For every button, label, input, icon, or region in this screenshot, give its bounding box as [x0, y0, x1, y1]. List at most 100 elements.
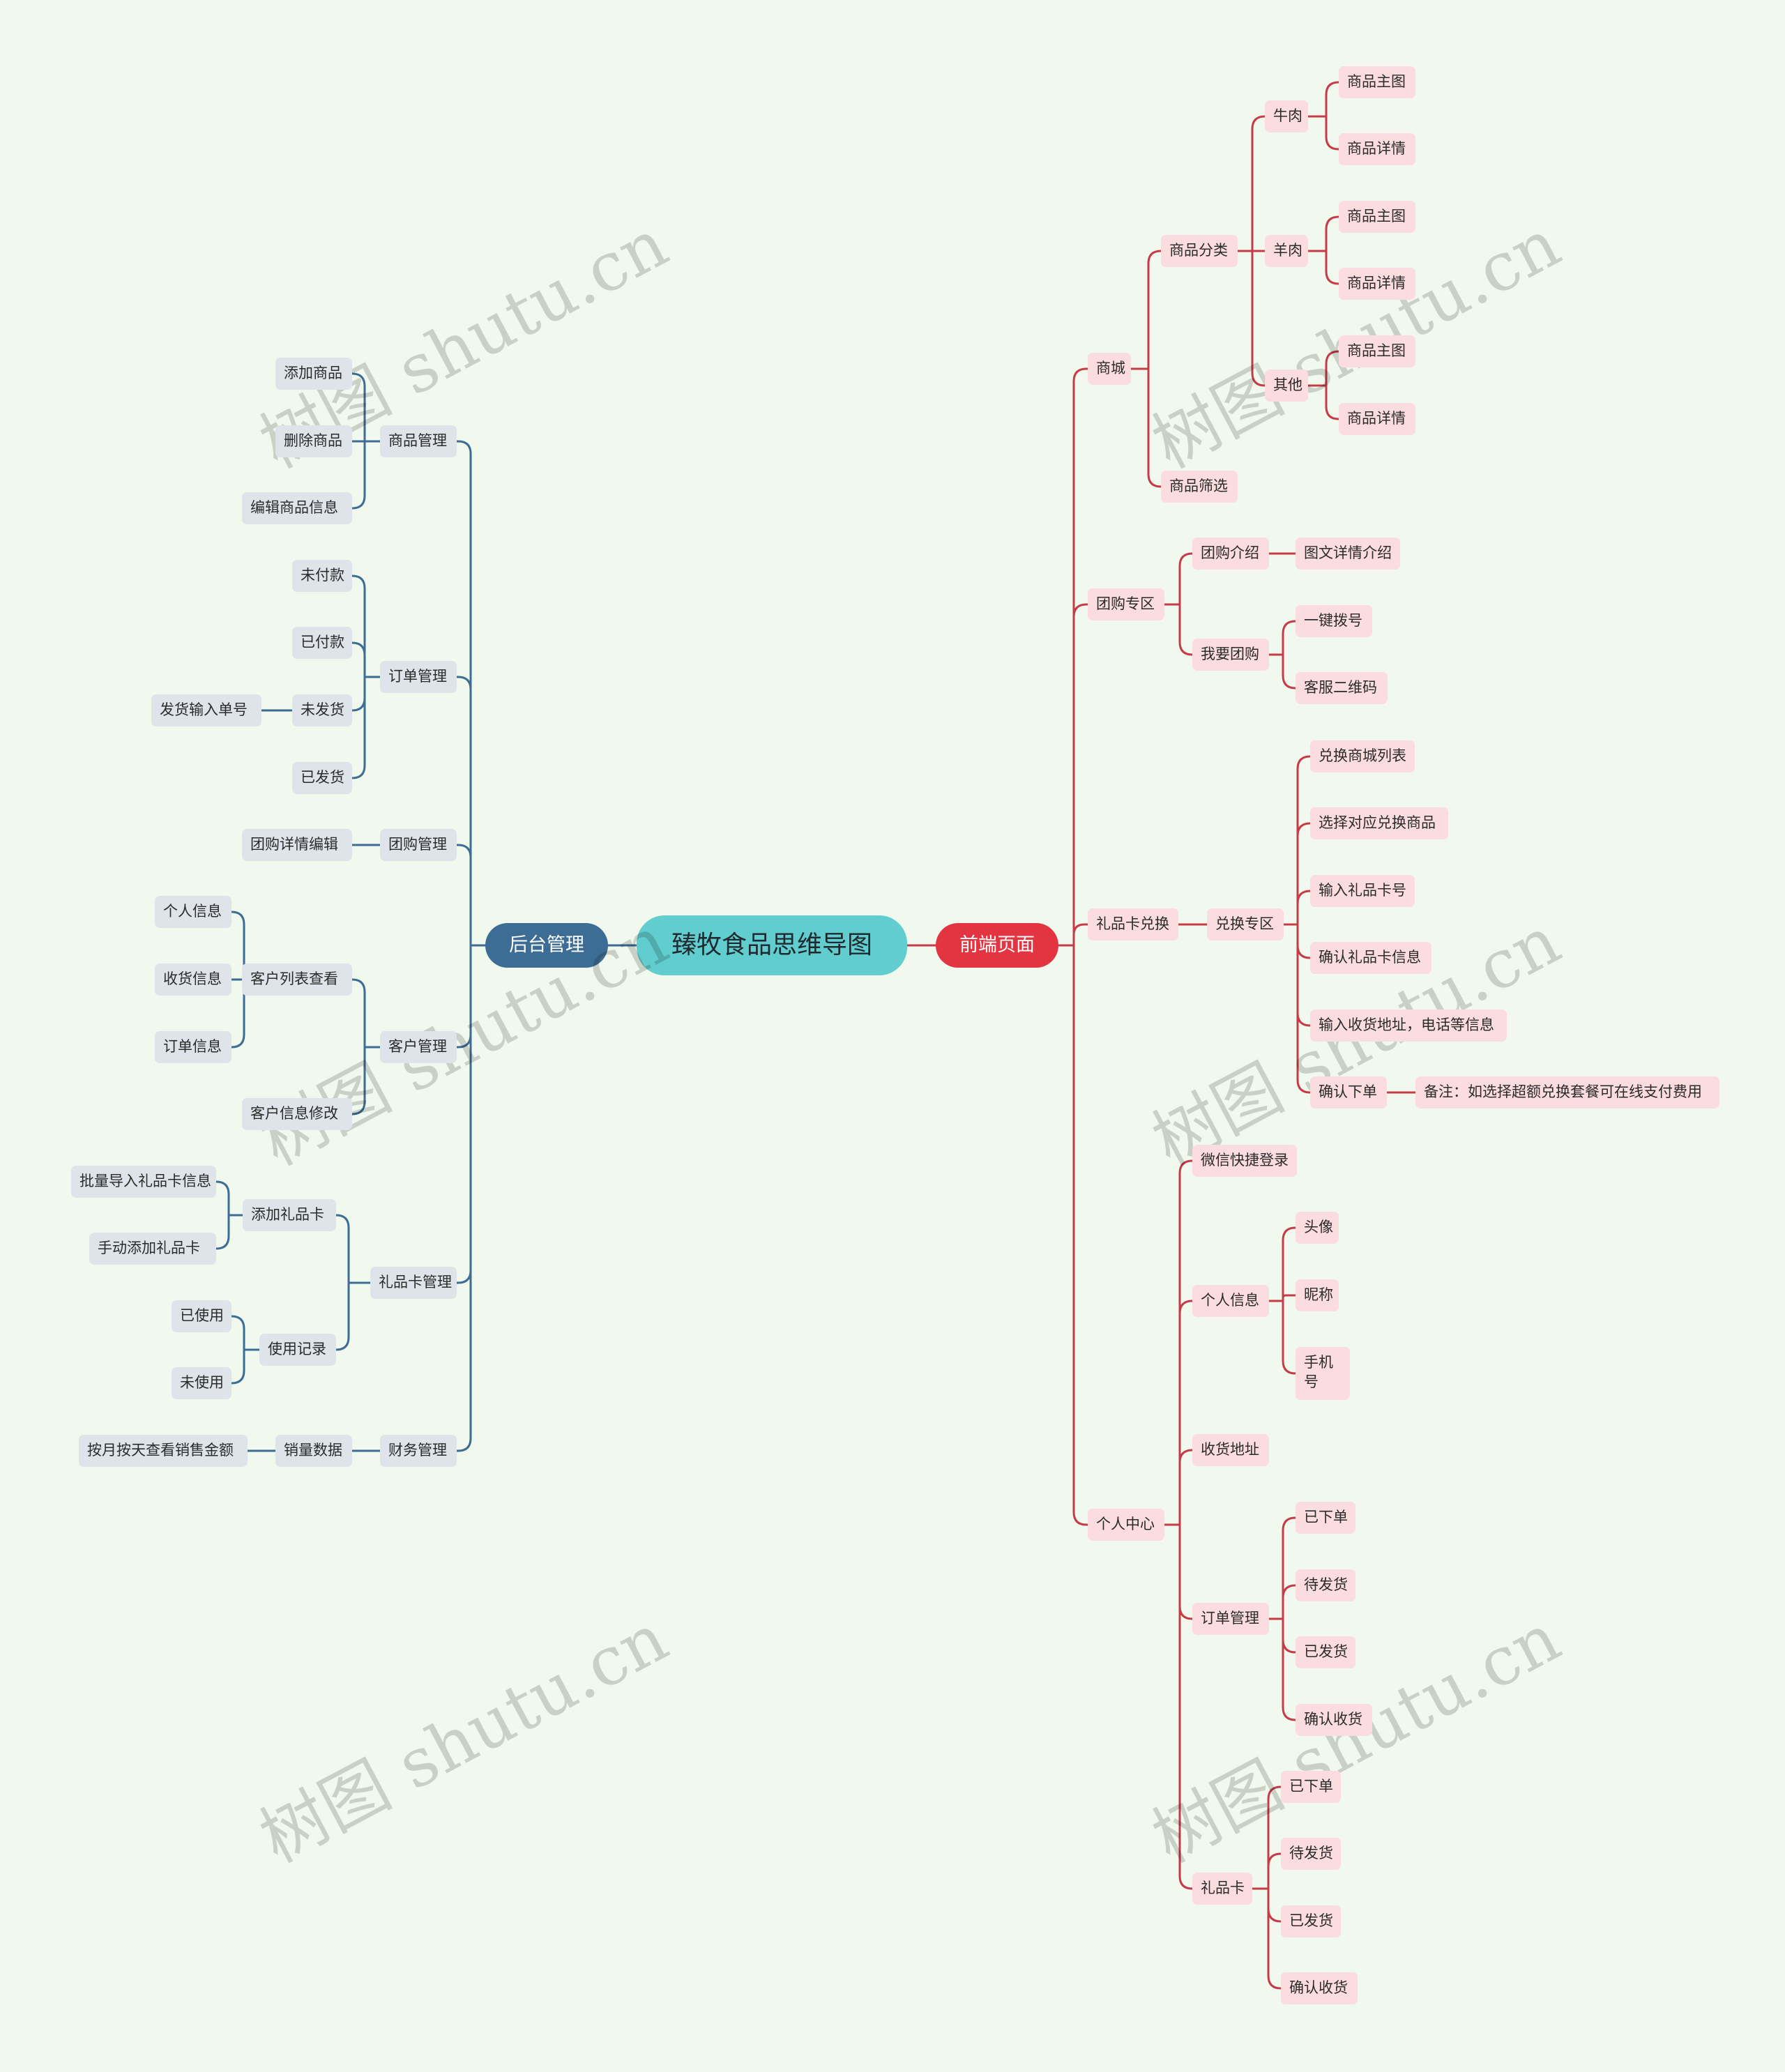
- backend-topic[interactable]: 礼品卡管理: [370, 1267, 457, 1299]
- connector-line: [351, 1046, 381, 1115]
- frontend-topic[interactable]: 商城: [1088, 353, 1131, 385]
- frontend-topic[interactable]: 确认收货: [1281, 1972, 1358, 2004]
- backend-topic[interactable]: 客户信息修改: [242, 1098, 352, 1130]
- frontend-topic[interactable]: 订单管理: [1192, 1603, 1269, 1635]
- frontend-topic[interactable]: 收货地址: [1192, 1434, 1269, 1466]
- connector-line: [1057, 944, 1089, 1526]
- backend-topic[interactable]: 客户列表查看: [242, 963, 352, 996]
- frontend-topic[interactable]: 商品分类: [1161, 235, 1238, 267]
- backend-topic[interactable]: 未使用: [172, 1367, 231, 1399]
- backend-topic[interactable]: 编辑商品信息: [242, 492, 352, 524]
- backend-topic[interactable]: 按月按天查看销售金额: [79, 1435, 248, 1467]
- backend-topic[interactable]: 财务管理: [380, 1435, 457, 1467]
- backend-topic[interactable]: 添加礼品卡: [243, 1199, 336, 1231]
- backend-topic[interactable]: 删除商品: [275, 425, 352, 457]
- frontend-topic[interactable]: 商品详情: [1339, 268, 1415, 300]
- backend-topic[interactable]: 团购详情编辑: [242, 829, 352, 861]
- backend-topic[interactable]: 已使用: [172, 1300, 231, 1332]
- frontend-topic[interactable]: 已发货: [1296, 1636, 1355, 1668]
- frontend-topic[interactable]: 已下单: [1296, 1502, 1355, 1534]
- frontend-topic[interactable]: 一键拨号: [1296, 605, 1372, 637]
- connector-line: [1163, 603, 1194, 656]
- frontend-topic[interactable]: 个人中心: [1088, 1509, 1164, 1541]
- frontend-topic[interactable]: 礼品卡兑换: [1088, 908, 1178, 940]
- frontend-topic[interactable]: 输入礼品卡号: [1310, 875, 1415, 907]
- backend-topic[interactable]: 客户管理: [380, 1031, 457, 1063]
- backend-topic[interactable]: 商品管理: [380, 425, 457, 457]
- frontend-topic[interactable]: 昵称: [1296, 1279, 1339, 1311]
- connector-line: [1163, 1523, 1194, 1620]
- central-topic[interactable]: 臻牧食品思维导图: [637, 915, 907, 975]
- frontend-topic[interactable]: 商品主图: [1339, 66, 1415, 98]
- connector-line: [351, 440, 381, 510]
- frontend-topic[interactable]: 其他: [1265, 370, 1308, 402]
- frontend-topic[interactable]: 商品主图: [1339, 201, 1415, 233]
- connector-line: [335, 1281, 372, 1351]
- frontend-topic[interactable]: 确认礼品卡信息: [1310, 942, 1431, 974]
- frontend-topic[interactable]: 备注：如选择超额兑换套餐可在线支付费用: [1415, 1076, 1719, 1109]
- frontend-topic[interactable]: 兑换商城列表: [1310, 740, 1415, 772]
- frontend-topic[interactable]: 已发货: [1281, 1905, 1341, 1937]
- backend-topic[interactable]: 团购管理: [380, 829, 457, 861]
- frontend-topic[interactable]: 微信快捷登录: [1192, 1145, 1297, 1177]
- connector-line: [230, 911, 245, 981]
- connector-line: [1282, 890, 1312, 926]
- connector-line: [351, 372, 381, 443]
- backend-topic[interactable]: 手动添加礼品卡: [89, 1233, 216, 1265]
- frontend-topic[interactable]: 客服二维码: [1296, 672, 1388, 704]
- frontend-topic[interactable]: 礼品卡: [1192, 1873, 1252, 1905]
- connector-line: [1057, 603, 1089, 947]
- connector-line: [1163, 1159, 1194, 1526]
- connector-line: [1307, 384, 1340, 420]
- backend-topic[interactable]: 个人信息: [155, 896, 231, 928]
- frontend-topic[interactable]: 团购介绍: [1192, 538, 1269, 570]
- backend-topic[interactable]: 订单管理: [380, 661, 457, 693]
- connector-line: [1268, 1584, 1297, 1620]
- frontend-topic[interactable]: 兑换专区: [1207, 908, 1284, 940]
- frontend-topic[interactable]: 确认收货: [1296, 1704, 1372, 1736]
- frontend-topic[interactable]: 已下单: [1281, 1771, 1341, 1803]
- backend-topic[interactable]: 已付款: [292, 627, 352, 659]
- frontend-topic[interactable]: 团购专区: [1088, 588, 1164, 620]
- connector-line: [1130, 250, 1162, 370]
- frontend-topic[interactable]: 羊肉: [1265, 235, 1308, 267]
- backend-topic[interactable]: 使用记录: [259, 1334, 336, 1366]
- connector-line: [1057, 923, 1089, 947]
- frontend-topic[interactable]: 商品详情: [1339, 133, 1415, 165]
- backend-topic[interactable]: 添加商品: [275, 358, 352, 390]
- backend-topic[interactable]: 已发货: [292, 762, 352, 794]
- frontend-topic[interactable]: 选择对应兑换商品: [1310, 807, 1448, 839]
- connector-line: [351, 574, 381, 678]
- connector-line: [351, 676, 381, 712]
- branch-backend[interactable]: 后台管理: [485, 923, 608, 968]
- frontend-topic[interactable]: 确认下单: [1310, 1076, 1387, 1109]
- backend-topic[interactable]: 未发货: [292, 694, 352, 726]
- frontend-topic[interactable]: 商品筛选: [1161, 471, 1238, 503]
- backend-topic[interactable]: 批量导入礼品卡信息: [71, 1166, 216, 1198]
- connector-line: [1307, 115, 1340, 151]
- connector-line: [1282, 755, 1312, 926]
- connector-line: [1282, 923, 1312, 1094]
- backend-topic[interactable]: 收货信息: [155, 963, 231, 996]
- frontend-topic[interactable]: 待发货: [1281, 1838, 1341, 1870]
- frontend-topic[interactable]: 图文详情介绍: [1296, 538, 1400, 570]
- backend-topic[interactable]: 订单信息: [155, 1031, 231, 1063]
- frontend-topic[interactable]: 手机号: [1296, 1347, 1350, 1400]
- connector-line: [455, 676, 487, 947]
- frontend-topic[interactable]: 头像: [1296, 1212, 1339, 1244]
- branch-frontend[interactable]: 前端页面: [936, 923, 1058, 968]
- backend-topic[interactable]: 销量数据: [275, 1435, 352, 1467]
- frontend-topic[interactable]: 牛肉: [1265, 100, 1308, 132]
- backend-topic[interactable]: 未付款: [292, 560, 352, 592]
- frontend-topic[interactable]: 输入收货地址，电话等信息: [1310, 1010, 1507, 1042]
- frontend-topic[interactable]: 商品详情: [1339, 403, 1415, 435]
- backend-topic[interactable]: 发货输入单号: [151, 694, 261, 726]
- connector-line: [455, 944, 487, 1452]
- connector-line: [1130, 367, 1162, 488]
- frontend-topic[interactable]: 个人信息: [1192, 1285, 1269, 1317]
- frontend-topic[interactable]: 商品主图: [1339, 335, 1415, 367]
- connector-line: [1251, 1887, 1282, 1990]
- frontend-topic[interactable]: 我要团购: [1192, 639, 1269, 671]
- frontend-topic[interactable]: 待发货: [1296, 1569, 1355, 1601]
